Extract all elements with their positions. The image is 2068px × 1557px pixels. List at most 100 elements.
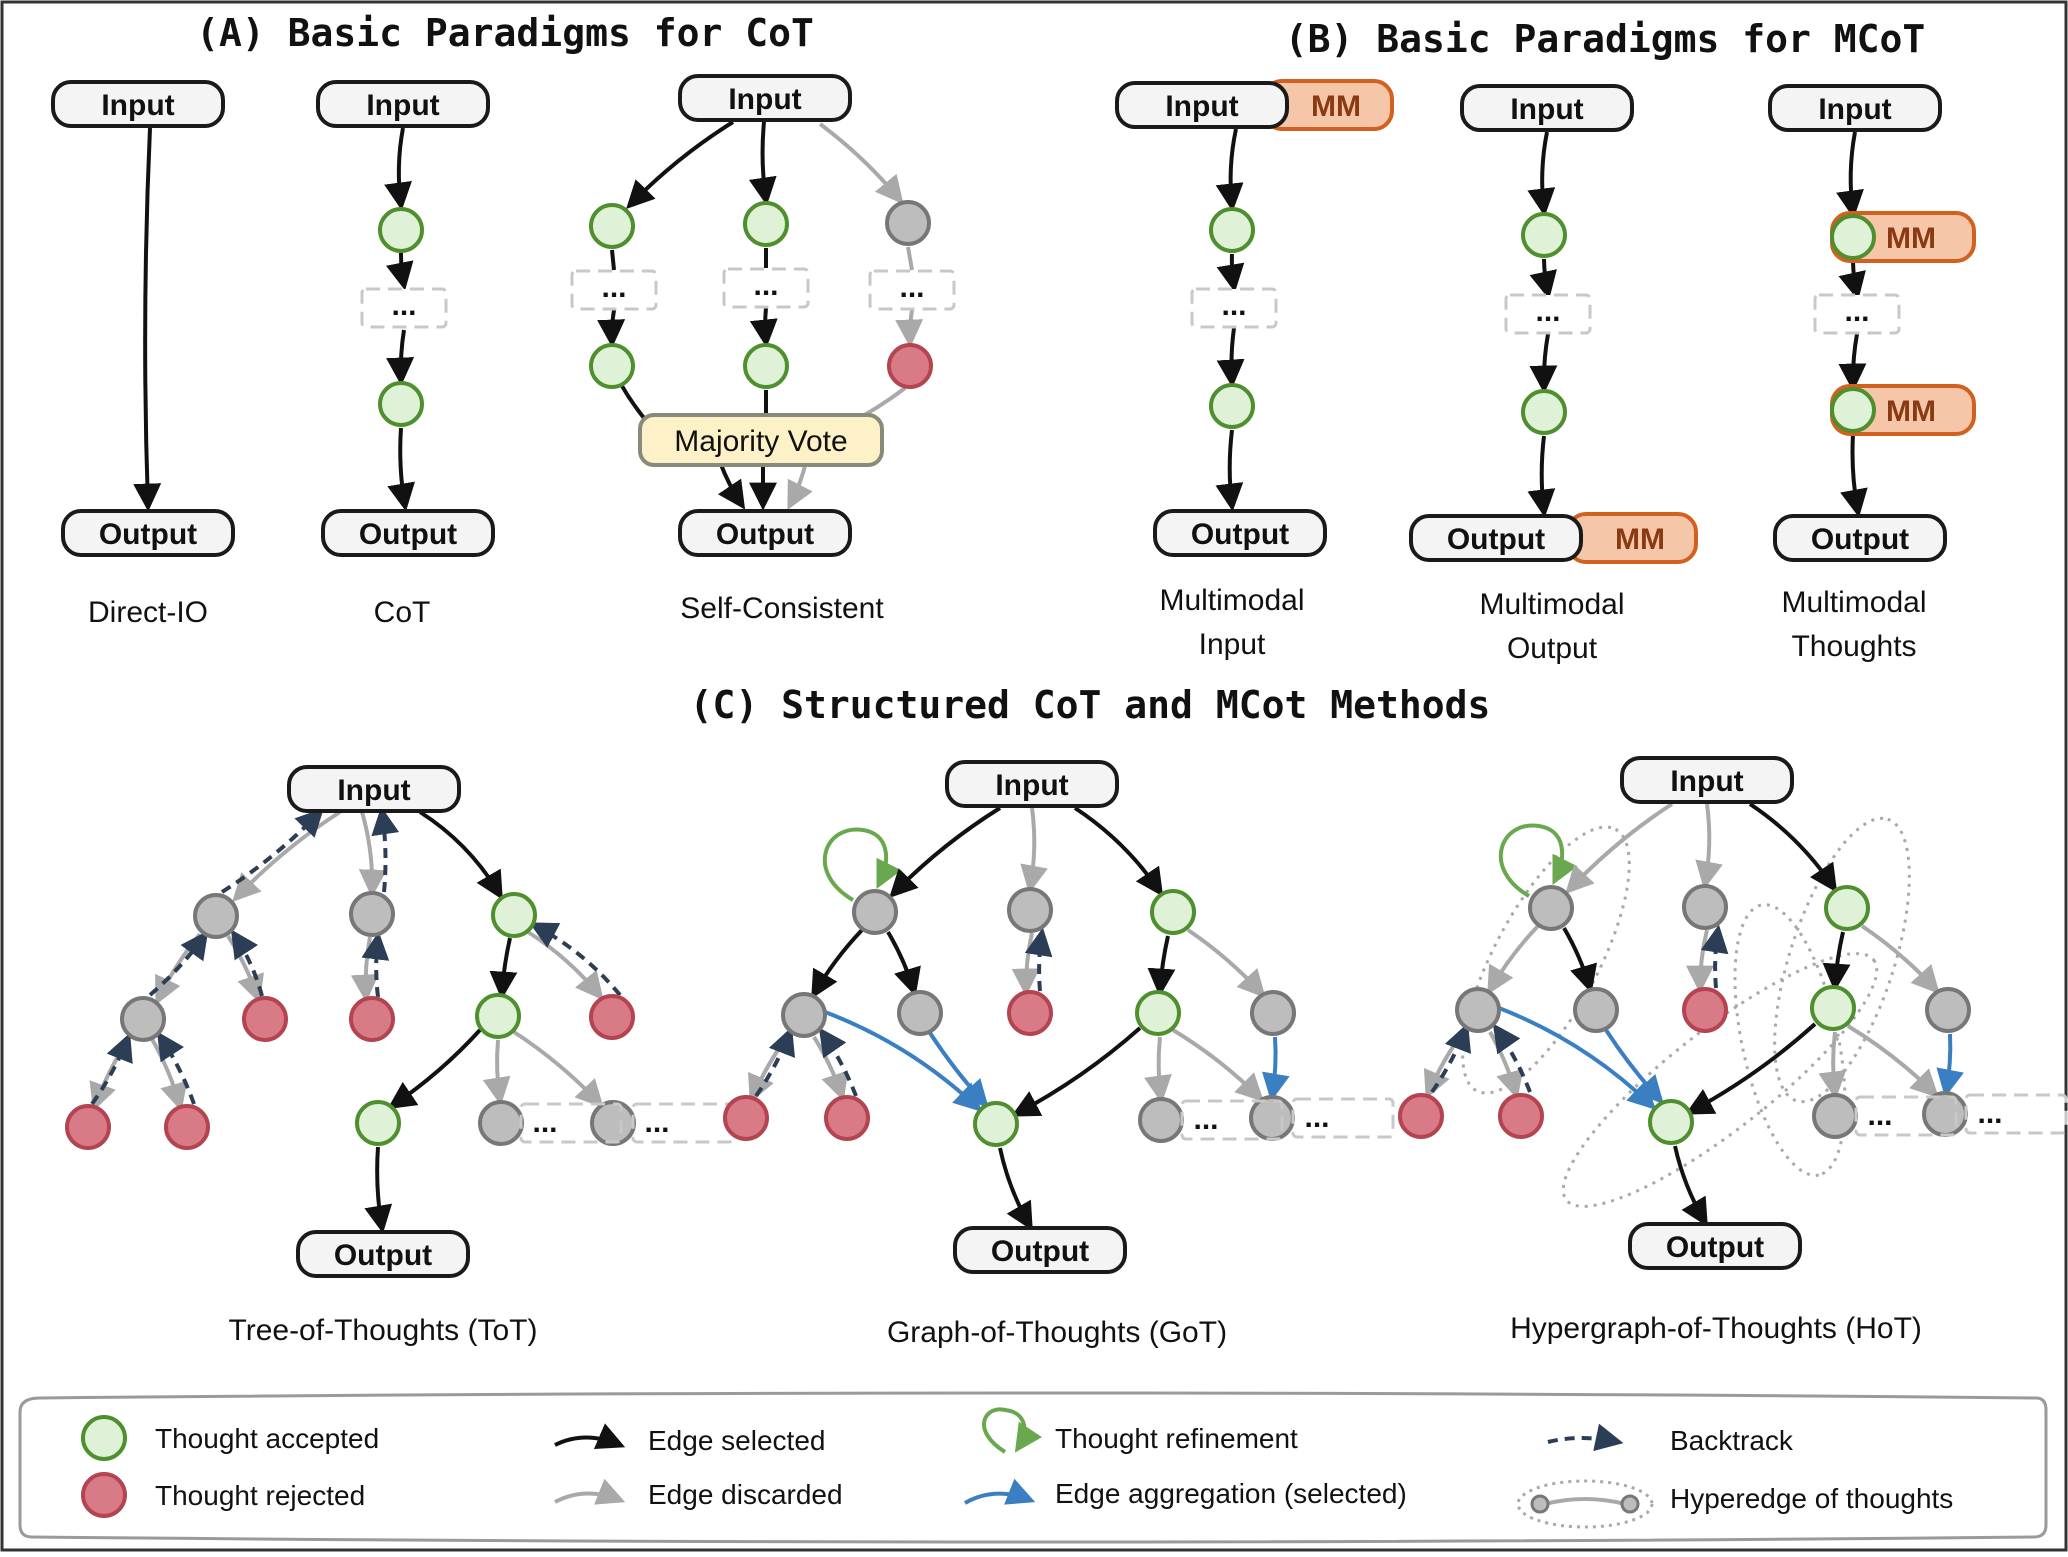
- mmt-edge-1: [1836, 131, 1864, 219]
- tot-back-c2: [529, 922, 622, 997]
- hot-input-box: [1620, 756, 1794, 804]
- got-edge-c2-c2a: [1261, 1036, 1290, 1102]
- hot-edge-in-a: [1565, 802, 1674, 895]
- cot-edge-2: [385, 252, 414, 291]
- tot-edge-in-b: [358, 811, 387, 898]
- got-node-a2: [897, 990, 943, 1036]
- mmo-input-box: [1460, 84, 1634, 132]
- got-edge-in-b: [1020, 807, 1048, 894]
- mmo-input-label: Input: [1510, 93, 1583, 126]
- cot-node-1: [378, 207, 424, 253]
- tot-node-c1a: [355, 1100, 401, 1146]
- cot-edge-1: [384, 127, 412, 211]
- got-edge-c1-agg: [1011, 1026, 1142, 1117]
- mmo-edge-4: [1527, 435, 1556, 518]
- section-a-title: (A) Basic Paradigms for CoT: [196, 11, 814, 55]
- mmi-node-1: [1209, 207, 1255, 253]
- mmi-output-label: Output: [1191, 518, 1289, 551]
- tot-edge-in-c: [418, 810, 503, 900]
- mmi-ellipsis-label: ...: [1221, 289, 1246, 322]
- got-edge-c1-c2a: [1171, 1028, 1264, 1102]
- mmt-node-1: [1830, 214, 1876, 260]
- hot-node-a1: [1455, 987, 1501, 1033]
- got-node-c1: [1135, 990, 1181, 1036]
- got-node-b1: [1007, 990, 1053, 1036]
- got-edge-c-c2: [1186, 928, 1266, 999]
- legend-backtrack: Backtrack: [1670, 1425, 1794, 1456]
- hot-node-a1a: [1398, 1093, 1444, 1139]
- cot-ellipsis-label: ...: [391, 289, 416, 322]
- direct-io-output-box: [61, 509, 235, 557]
- sc-ellipsis-c-label: ...: [899, 271, 924, 304]
- hot-node-c1a: [1812, 1093, 1858, 1139]
- legend-frame: [18, 1391, 2048, 1544]
- sc-node-a1: [589, 203, 635, 249]
- tot-back-b: [371, 806, 400, 893]
- sc-output-box: [678, 509, 852, 557]
- hot-hyperedge-4: [1561, 952, 1879, 1208]
- got-node-a: [852, 889, 898, 935]
- mmo-ellipsis-label: ...: [1535, 295, 1560, 328]
- sc-edge-c1: [818, 122, 904, 205]
- mmt-ellipsis-box: [1813, 293, 1901, 335]
- caption-mm-thoughts-line2: Thoughts: [1791, 630, 1916, 663]
- mmt-output-box: [1773, 514, 1947, 562]
- direct-io-input-label: Input: [101, 89, 174, 122]
- sc-edge-a3: [597, 309, 626, 348]
- tot-node-a: [193, 893, 239, 939]
- hot-edge-c1-agg: [1685, 1022, 1817, 1115]
- hot-output-label: Output: [1666, 1231, 1764, 1264]
- direct-io-edge: [133, 127, 162, 512]
- tot-edge-b-b1: [350, 936, 379, 1003]
- tot-tail-2-label: ...: [644, 1106, 669, 1139]
- sc-edge-vote-c: [787, 461, 813, 510]
- majority-vote-box: [638, 413, 884, 467]
- sc-input-box: [678, 74, 852, 122]
- got-tail-2-box: [1291, 1097, 1395, 1139]
- got-node-c: [1150, 889, 1196, 935]
- sc-ellipsis-a-box: [570, 269, 658, 311]
- tot-edge-in-a: [232, 810, 342, 903]
- mmi-node-2: [1209, 383, 1255, 429]
- sc-node-b2: [743, 343, 789, 389]
- legend: Thought accepted Thought rejected Edge s…: [18, 1391, 2048, 1544]
- mmi-mm-label: MM: [1311, 90, 1361, 123]
- hot-node-a2: [1573, 987, 1619, 1033]
- hot-output-box: [1628, 1222, 1802, 1270]
- got-edge-in-c: [1073, 806, 1164, 897]
- sc-edge-c3: [895, 309, 924, 348]
- legend-hyperedge-node-right: [1620, 1494, 1640, 1514]
- cot-input-label: Input: [366, 89, 439, 122]
- tot-node-b: [349, 891, 395, 937]
- caption-direct-io: Direct-IO: [88, 596, 208, 629]
- sc-edge-a2: [610, 249, 616, 271]
- tot-tail-1-box: [519, 1102, 623, 1144]
- cot-input-box: [316, 80, 490, 128]
- hot-edge-c1-c2a: [1846, 1024, 1939, 1098]
- legend-hyperedge-icon: [1516, 1479, 1654, 1529]
- got-edge-c-c1: [1147, 935, 1176, 997]
- hot-node-agg: [1648, 1099, 1694, 1145]
- mmt-input-label: Input: [1818, 93, 1891, 126]
- hot-refine-loop: [1498, 823, 1578, 898]
- tot-input-label: Input: [337, 774, 410, 807]
- legend-hyperedge-edge: [1544, 1497, 1626, 1506]
- sc-ellipsis-a-label: ...: [601, 271, 626, 304]
- got-output-label: Output: [991, 1235, 1089, 1268]
- mmi-edge-2: [1216, 253, 1245, 293]
- caption-mm-output-line1: Multimodal: [1479, 588, 1624, 621]
- cot-ellipsis-box: [360, 287, 448, 329]
- hot-tail-1-box: [1854, 1095, 1958, 1137]
- mmt-edge-4: [1840, 433, 1868, 518]
- hot-node-c2: [1925, 987, 1971, 1033]
- direct-io-output-label: Output: [99, 518, 197, 551]
- sc-node-b1: [743, 201, 789, 247]
- hot-back-a1b: [1492, 1023, 1532, 1093]
- tot-node-c2: [589, 994, 635, 1040]
- got-back-a1a: [754, 1026, 795, 1098]
- tot-edge-c1-c1b: [482, 1039, 511, 1106]
- hot-edge-a1-a1a: [1423, 1026, 1468, 1100]
- got-input-label: Input: [995, 769, 1068, 802]
- sc-input-label: Input: [728, 83, 801, 116]
- caption-mm-thoughts-line1: Multimodal: [1781, 586, 1926, 619]
